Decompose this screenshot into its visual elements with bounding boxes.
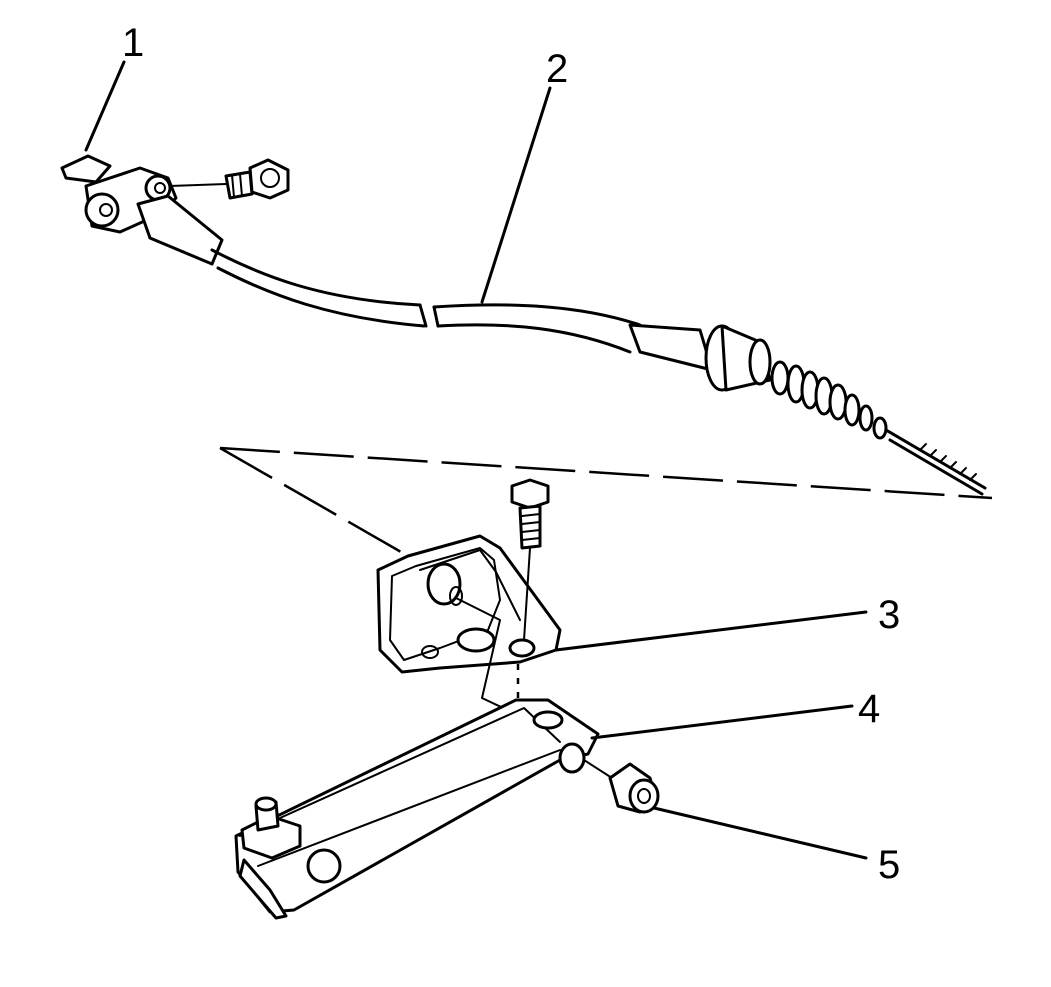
reference-plane-line [219, 446, 993, 558]
callout-1: 1 [122, 21, 144, 65]
callout-2: 2 [546, 47, 568, 91]
cable-boot [770, 360, 888, 440]
leader-line-1 [84, 60, 126, 152]
cable-bolt [169, 158, 290, 200]
leader-line-2 [480, 86, 552, 304]
shift-lever [234, 698, 600, 920]
callout-4: 4 [858, 687, 880, 731]
callout-5: 5 [878, 843, 900, 887]
nut [583, 759, 660, 814]
shift-cable [60, 154, 987, 496]
callout-3: 3 [878, 593, 900, 637]
leader-line-3 [554, 610, 868, 652]
leader-line-5 [652, 806, 868, 860]
leader-line-4 [590, 704, 854, 740]
bracket-bolt [510, 478, 550, 641]
